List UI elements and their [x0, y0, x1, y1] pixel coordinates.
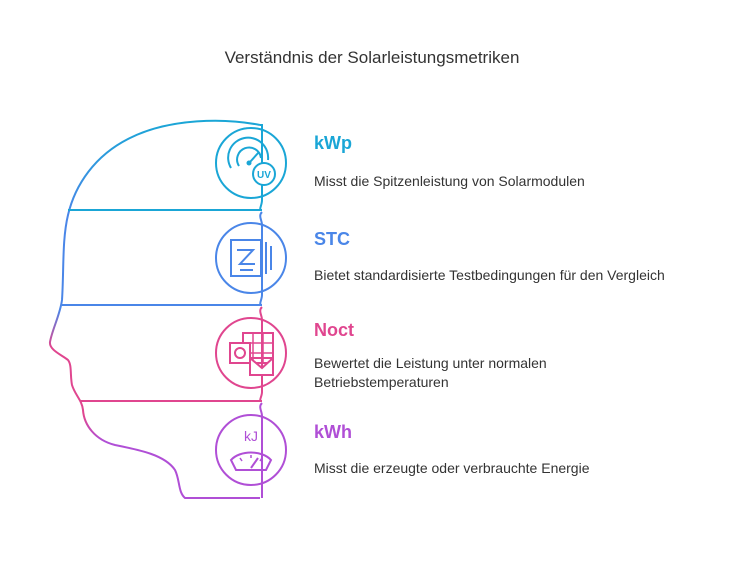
item-heading-stc: STC: [314, 229, 350, 249]
meter-label: kJ: [244, 428, 258, 444]
item-description-kwp: Misst die Spitzenleistung von Solarmodul…: [314, 173, 585, 189]
band-stc: [62, 211, 263, 306]
solar-panel-test-icon: [215, 222, 287, 294]
band-noct: [80, 306, 263, 402]
energy-meter-icon: kJ: [215, 414, 287, 486]
calendar-document-icon: [215, 317, 287, 389]
uv-label: UV: [257, 170, 271, 181]
page-title: Verständnis der Solarleistungsmetriken: [224, 48, 520, 67]
item-description-noct: Bewertet die Leistung unter normalen Bet…: [314, 355, 547, 390]
item-description-kwh: Misst die erzeugte oder verbrauchte Ener…: [314, 460, 590, 476]
item-heading-kwp: kWp: [314, 133, 352, 153]
band-kwp: [68, 124, 263, 211]
head-outline: [49, 119, 261, 499]
gauge-uv-icon: UV: [215, 127, 287, 199]
item-heading-kwh: kWh: [314, 422, 352, 442]
item-description-stc: Bietet standardisierte Testbedingungen f…: [314, 267, 665, 283]
item-heading-noct: Noct: [314, 320, 354, 340]
